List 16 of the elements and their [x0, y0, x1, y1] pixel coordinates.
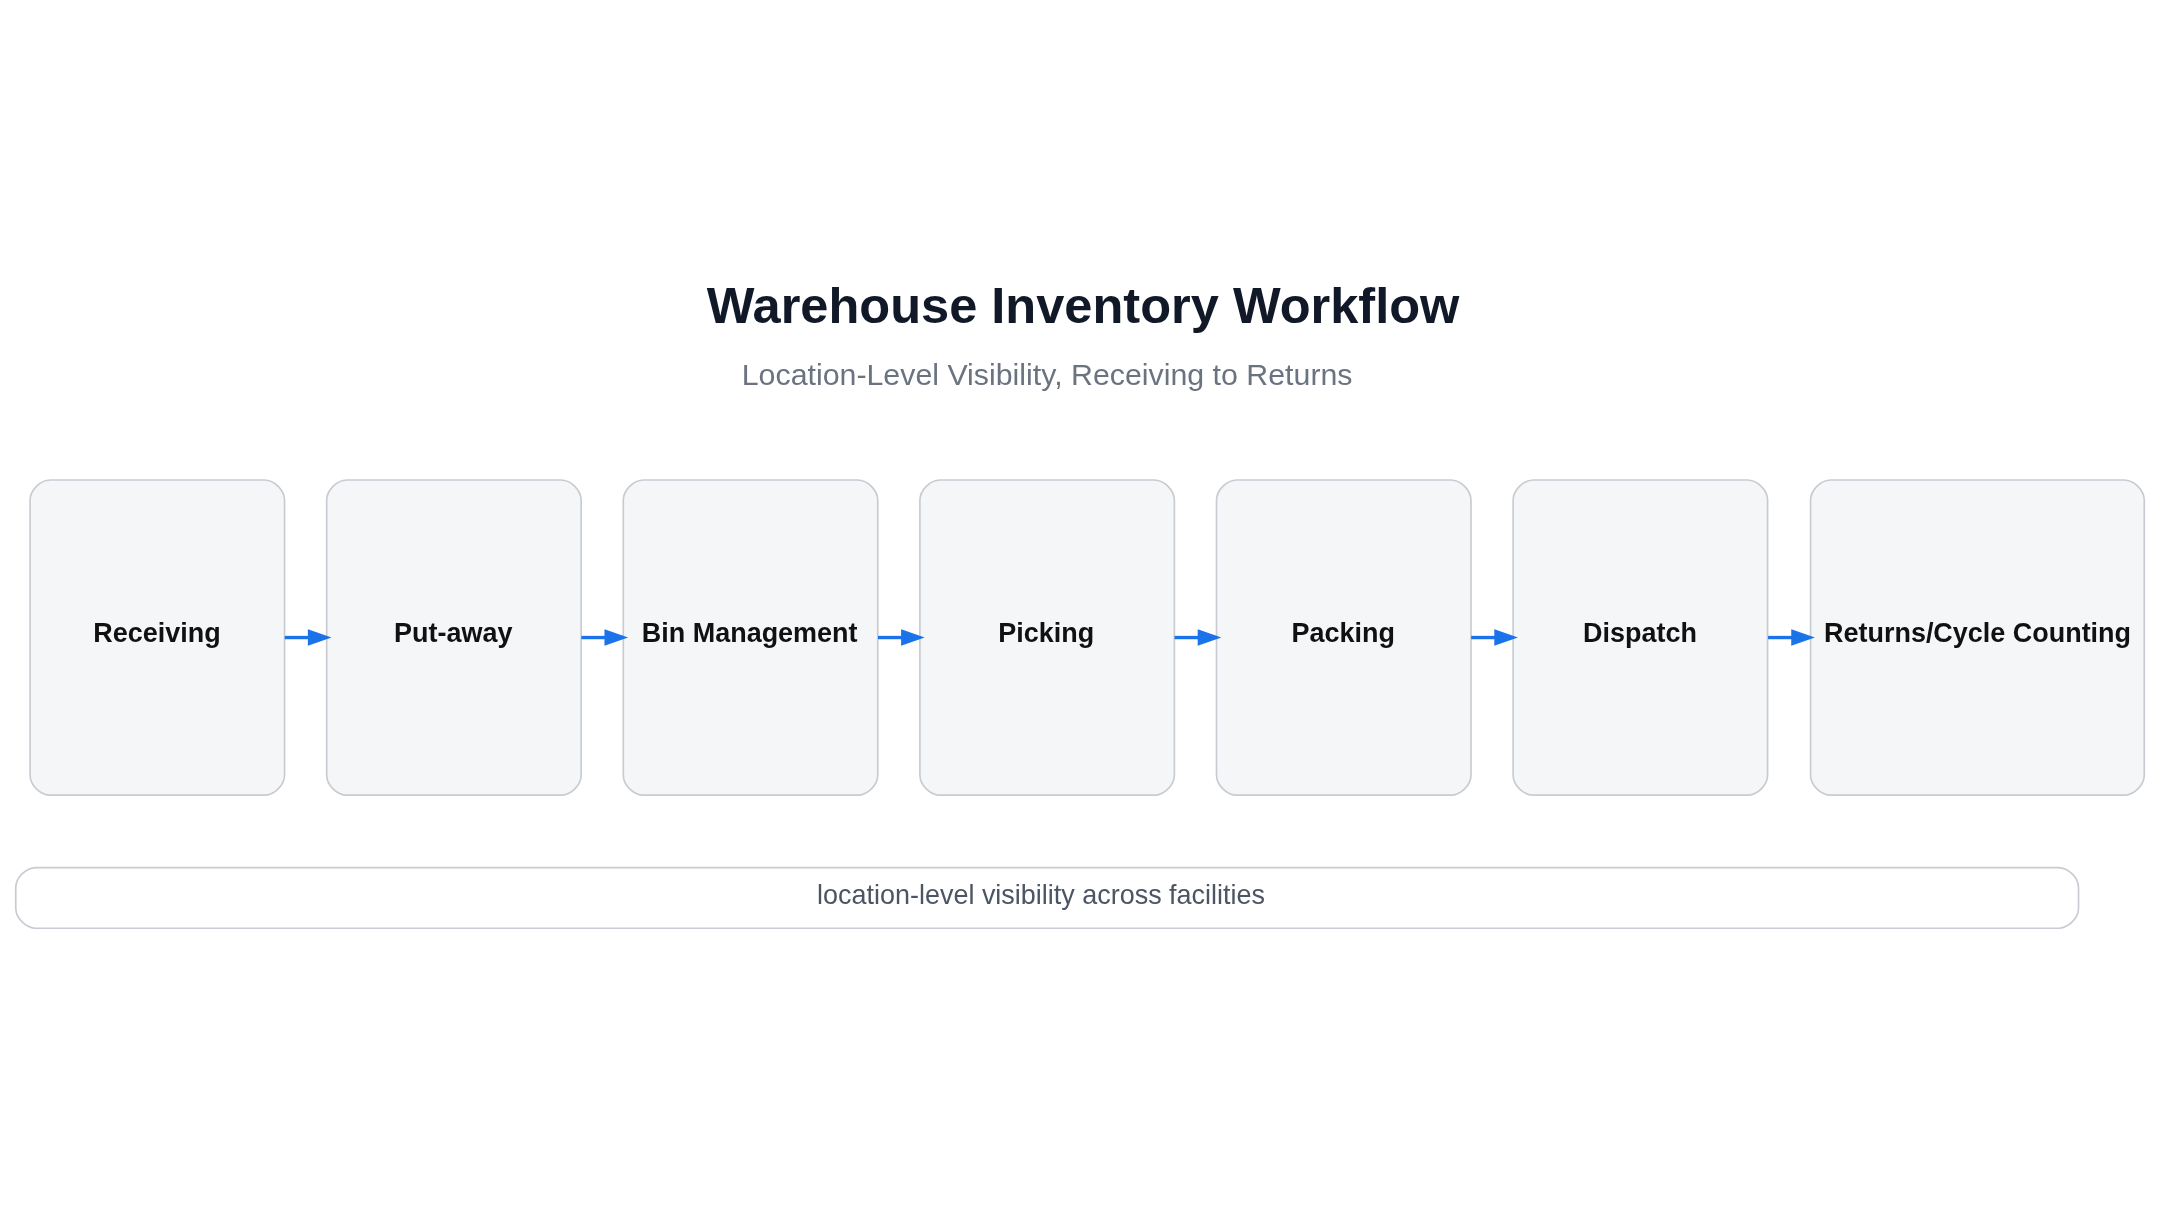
- node-box: Returns/Cycle Counting: [1809, 479, 2146, 796]
- node-box: Put-away: [325, 479, 582, 796]
- arrow: [581, 629, 629, 646]
- arrow: [284, 629, 332, 646]
- node-box: Receiving: [29, 479, 286, 796]
- node-box: Dispatch: [1512, 479, 1769, 796]
- node-box: Packing: [1215, 479, 1472, 796]
- arrow: [877, 629, 925, 646]
- node-box: location-level visibility across facilities: [14, 866, 2080, 930]
- node-box: Picking: [919, 479, 1176, 796]
- node-box: Bin Management: [622, 479, 879, 796]
- arrow: [1174, 629, 1222, 646]
- label: Location-Level Visibility, Receiving to Returns: [741, 357, 1353, 391]
- arrow: [1768, 629, 1815, 646]
- arrow: [1471, 629, 1518, 646]
- diagram-title: Warehouse Inventory Workflow: [706, 277, 1460, 335]
